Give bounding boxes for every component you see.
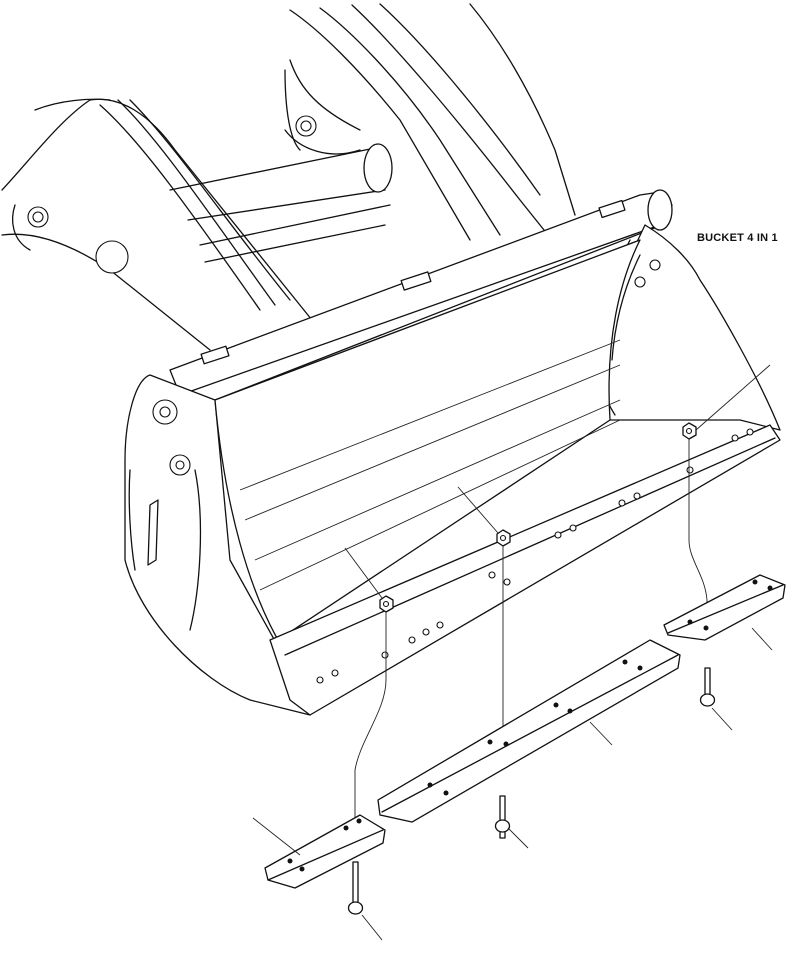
nut xyxy=(379,422,697,613)
cutting-edge-right xyxy=(663,574,786,641)
loader-arms xyxy=(1,3,576,351)
cutting-edge-left xyxy=(264,814,386,889)
callout-leaders xyxy=(252,627,773,941)
bolt xyxy=(347,667,716,915)
bucket-assembly xyxy=(124,189,781,716)
assembly-lines xyxy=(344,364,771,828)
diagram-caption: BUCKET 4 IN 1 xyxy=(697,232,778,244)
cutting-edge-center xyxy=(377,639,681,823)
